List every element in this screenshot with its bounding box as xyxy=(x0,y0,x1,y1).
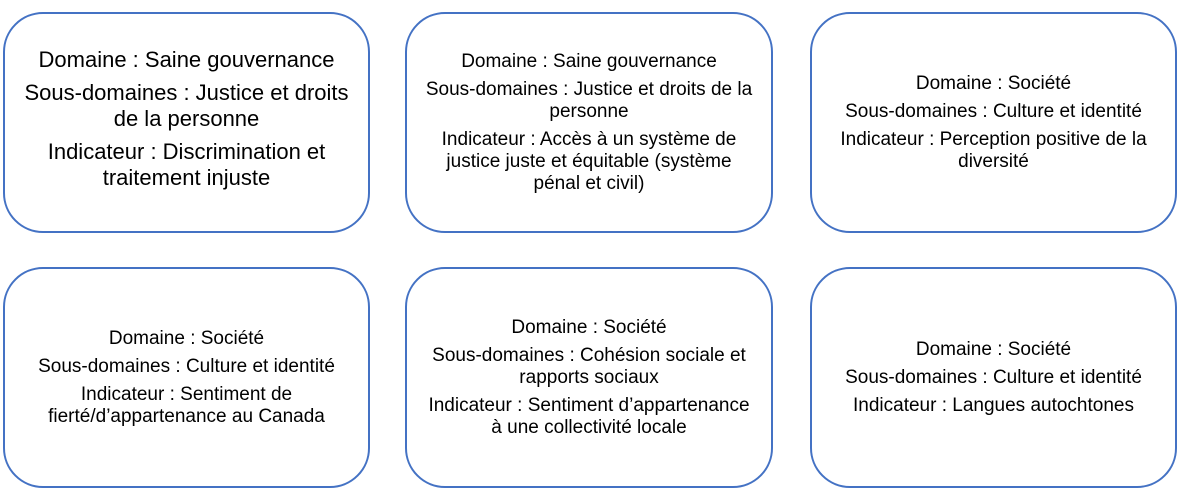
indicator-label: Indicateur : Langues autochtones xyxy=(853,394,1134,416)
indicator-box-indigenous-languages: Domaine : Société Sous-domaines : Cultur… xyxy=(810,267,1177,488)
domain-label: Domaine : Société xyxy=(108,327,265,349)
domain-label: Domaine : Saine gouvernance xyxy=(461,50,717,72)
indicator-label: Indicateur : Sentiment de fierté/d’appar… xyxy=(48,383,325,427)
indicator-box-justice-access: Domaine : Saine gouvernance Sous-domaine… xyxy=(405,12,773,233)
indicator-box-pride-canada: Domaine : Société Sous-domaines : Cultur… xyxy=(3,267,370,488)
indicator-label: Indicateur : Sentiment d’appartenance à … xyxy=(428,394,750,438)
indicator-box-discrimination: Domaine : Saine gouvernance Sous-domaine… xyxy=(3,12,370,233)
subdomain-label: Sous-domaines : Cohésion sociale et rapp… xyxy=(432,344,746,388)
indicator-box-diversity: Domaine : Société Sous-domaines : Cultur… xyxy=(810,12,1177,233)
domain-label: Domaine : Société xyxy=(511,316,667,338)
indicator-label: Indicateur : Perception positive de la d… xyxy=(840,128,1147,172)
indicator-box-local-belonging: Domaine : Société Sous-domaines : Cohési… xyxy=(405,267,773,488)
subdomain-label: Sous-domaines : Justice et droits de la … xyxy=(24,80,349,131)
domain-label: Domaine : Société xyxy=(915,72,1072,94)
domain-label: Domaine : Saine gouvernance xyxy=(38,47,335,72)
domain-label: Domaine : Société xyxy=(915,338,1072,360)
subdomain-label: Sous-domaines : Culture et identité xyxy=(845,366,1142,388)
subdomain-label: Sous-domaines : Culture et identité xyxy=(38,355,335,377)
indicator-label: Indicateur : Discrimination et traitemen… xyxy=(47,139,326,190)
subdomain-label: Sous-domaines : Justice et droits de la … xyxy=(425,78,753,122)
subdomain-label: Sous-domaines : Culture et identité xyxy=(845,100,1142,122)
indicator-label: Indicateur : Accès à un système de justi… xyxy=(441,128,737,194)
